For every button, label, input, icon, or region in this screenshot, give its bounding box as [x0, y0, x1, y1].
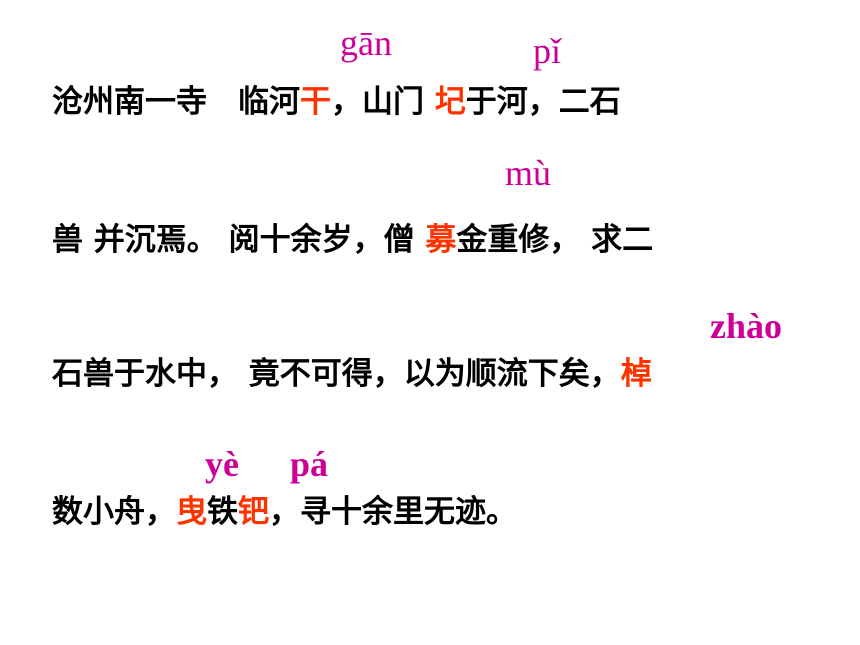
line-2-part-a: 兽 并沉焉。 阅十余岁，僧: [52, 222, 426, 258]
line-1-part-a: 沧州南一寺 临河: [52, 84, 300, 120]
char-mu: 募: [425, 222, 457, 258]
line-1-part-b: ，山门: [331, 84, 435, 120]
char-ye: 曳: [176, 494, 207, 530]
line-3-part-a: 石兽于水中， 竟不可得，以为顺流下矣，: [52, 356, 621, 392]
line-4-part-a: 数小舟，: [52, 494, 176, 530]
text-line-2: 兽 并沉焉。 阅十余岁，僧 募金重修， 求二: [52, 214, 653, 259]
char-pi: 圮: [434, 84, 466, 120]
pinyin-mu: mù: [505, 153, 552, 193]
line-4-part-b: 铁: [207, 494, 238, 530]
pinyin-pi: pǐ: [533, 31, 562, 71]
pinyin-gan: gān: [340, 23, 392, 63]
text-line-3: 石兽于水中， 竟不可得，以为顺流下矣，棹: [52, 348, 652, 393]
char-zhao: 棹: [620, 356, 652, 392]
line-1-part-c: 于河，二石: [465, 84, 621, 120]
pinyin-zhao: zhào: [710, 306, 782, 346]
text-line-4: 数小舟，曳铁钯，寻十余里无迹。: [52, 486, 517, 531]
pinyin-ye: yè: [205, 444, 239, 484]
text-line-1: 沧州南一寺 临河干，山门 圮于河，二石: [52, 76, 621, 121]
pinyin-pa: pá: [290, 444, 329, 484]
line-4-part-c: ，寻十余里无迹。: [269, 494, 517, 530]
line-2-part-b: 金重修， 求二: [456, 222, 654, 258]
char-gan: 干: [300, 84, 331, 120]
char-pa: 钯: [238, 494, 269, 530]
